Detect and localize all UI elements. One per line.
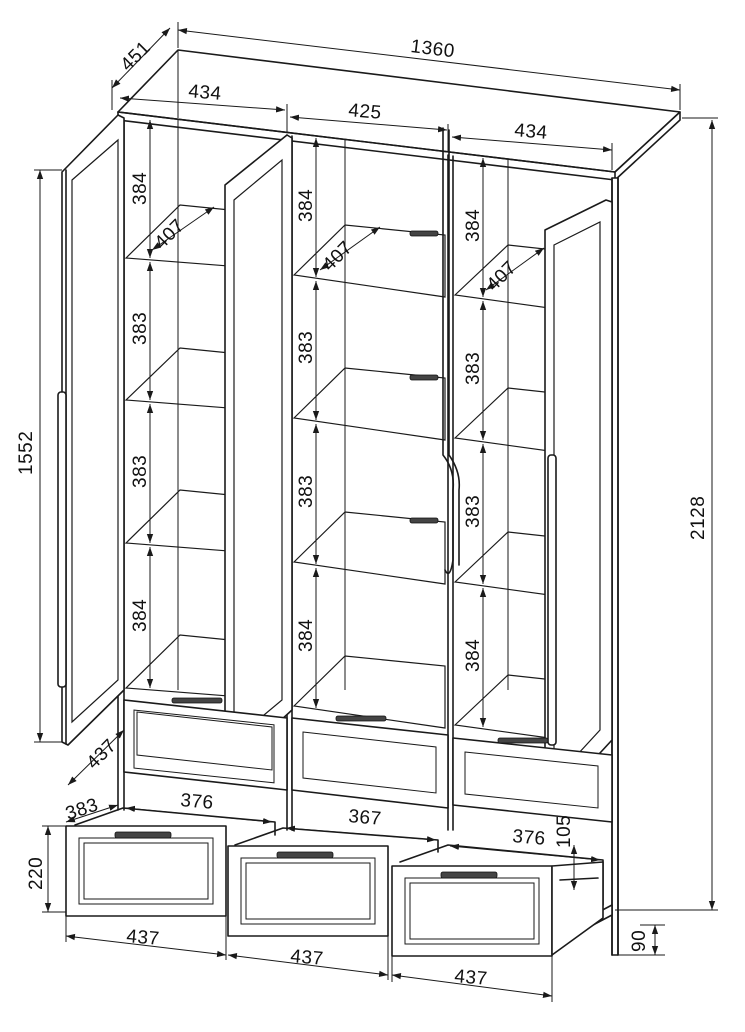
shelf-gap-label: 384 <box>296 619 317 652</box>
closed-drawers <box>123 697 613 823</box>
right-side-panel <box>611 177 619 956</box>
right-section-width-label: 434 <box>514 120 549 144</box>
drawer-depth-label: 383 <box>63 795 101 825</box>
drawer-inner-width-label: 376 <box>180 790 215 814</box>
middle-section-door <box>442 127 461 575</box>
door-depth-label: 437 <box>83 735 121 773</box>
shelf-gap-label: 384 <box>463 639 484 672</box>
drawer-handle <box>335 715 387 722</box>
drawer-handle <box>114 831 172 839</box>
drawer-height-label: 220 <box>26 857 47 890</box>
shelf-gap-label: 383 <box>296 331 317 364</box>
drawer-inner-width-label: 367 <box>348 806 383 830</box>
drawer-handle <box>440 871 498 879</box>
door-handle <box>57 391 67 688</box>
right-section-door <box>544 199 613 806</box>
drawer-front-width-label: 437 <box>126 926 161 950</box>
drawer-front-width-label: 437 <box>454 966 489 990</box>
open-drawers <box>65 807 604 957</box>
left-section-width-label: 434 <box>188 81 223 105</box>
left-section-door <box>224 134 293 766</box>
shelf <box>292 655 446 729</box>
plinth-height-label: 90 <box>629 930 650 952</box>
drawer-front-right <box>391 865 553 957</box>
depth-label: 451 <box>117 37 155 75</box>
shelf <box>292 511 446 585</box>
shelf-gap-label: 384 <box>296 189 317 222</box>
shelf-gap-label: 384 <box>130 599 151 632</box>
drawer-inner-width-label: 376 <box>512 826 547 850</box>
drawer-handle <box>276 851 334 859</box>
middle-section-width-label: 425 <box>348 100 383 124</box>
shelf <box>292 367 446 441</box>
door-handle <box>547 454 557 746</box>
shelf-gap-label: 383 <box>296 475 317 508</box>
drawer-front-middle <box>227 845 389 937</box>
left-glass-door <box>57 114 125 746</box>
door-height-label: 1552 <box>16 431 37 475</box>
shelf-gap-label: 383 <box>130 312 151 345</box>
drawer-handle <box>171 697 223 704</box>
shelf-gap-label: 383 <box>463 495 484 528</box>
shelf-gap-label: 384 <box>130 172 151 205</box>
drawer-front-left <box>65 825 227 917</box>
shelf-depth-label: 407 <box>319 237 357 275</box>
drawer-front-width-label: 437 <box>290 946 325 970</box>
height-label: 2128 <box>688 496 709 540</box>
drawer-inner-height-label: 105 <box>554 815 575 848</box>
dimension-lines <box>34 22 718 1002</box>
drawer-handle <box>497 737 549 744</box>
shelf-gap-label: 384 <box>463 209 484 242</box>
shelf-gap-label: 383 <box>463 352 484 385</box>
shelf-gap-label: 383 <box>130 455 151 488</box>
shelf-depth-label: 407 <box>151 215 189 253</box>
shelves <box>124 204 601 746</box>
